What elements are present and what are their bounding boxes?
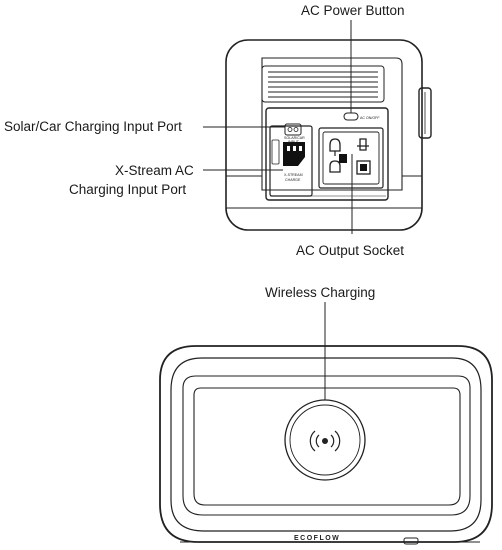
leader-lines-top <box>203 20 353 234</box>
front-port <box>403 537 419 545</box>
wireless-charging-label: Wireless Charging <box>265 285 376 300</box>
solar-input-marking-2: INPUT <box>288 140 300 144</box>
wireless-charging-icon <box>309 430 341 452</box>
ecoflow-logo: ECOFLOW <box>294 535 340 542</box>
xstream-marking-2: CHARGE <box>285 178 301 182</box>
ac-output-socket[interactable] <box>318 127 384 189</box>
device-body-outline <box>225 39 423 231</box>
xstream-label-line1: X-Stream AC <box>115 163 194 178</box>
vent-grille <box>261 65 385 103</box>
port-panel <box>265 107 389 201</box>
solar-car-input-port[interactable] <box>284 123 302 136</box>
xstream-label-line2: Charging Input Port <box>69 182 187 197</box>
solar-car-input-label: Solar/Car Charging Input Port <box>4 119 182 134</box>
device-back-view <box>225 39 432 231</box>
ac-power-button-label: AC Power Button <box>301 3 405 18</box>
xstream-marking-1: X-STREAM <box>284 173 303 177</box>
device-top-view <box>159 345 493 545</box>
solar-input-marking-1: SOLAR/CAR <box>284 136 305 140</box>
ac-power-button[interactable] <box>343 112 359 121</box>
ac-output-socket-label: AC Output Socket <box>296 243 405 258</box>
xstream-ac-input-port[interactable] <box>271 139 305 166</box>
top-panel <box>193 387 461 506</box>
ac-on-off-marking: AC ON/OFF <box>360 116 380 120</box>
